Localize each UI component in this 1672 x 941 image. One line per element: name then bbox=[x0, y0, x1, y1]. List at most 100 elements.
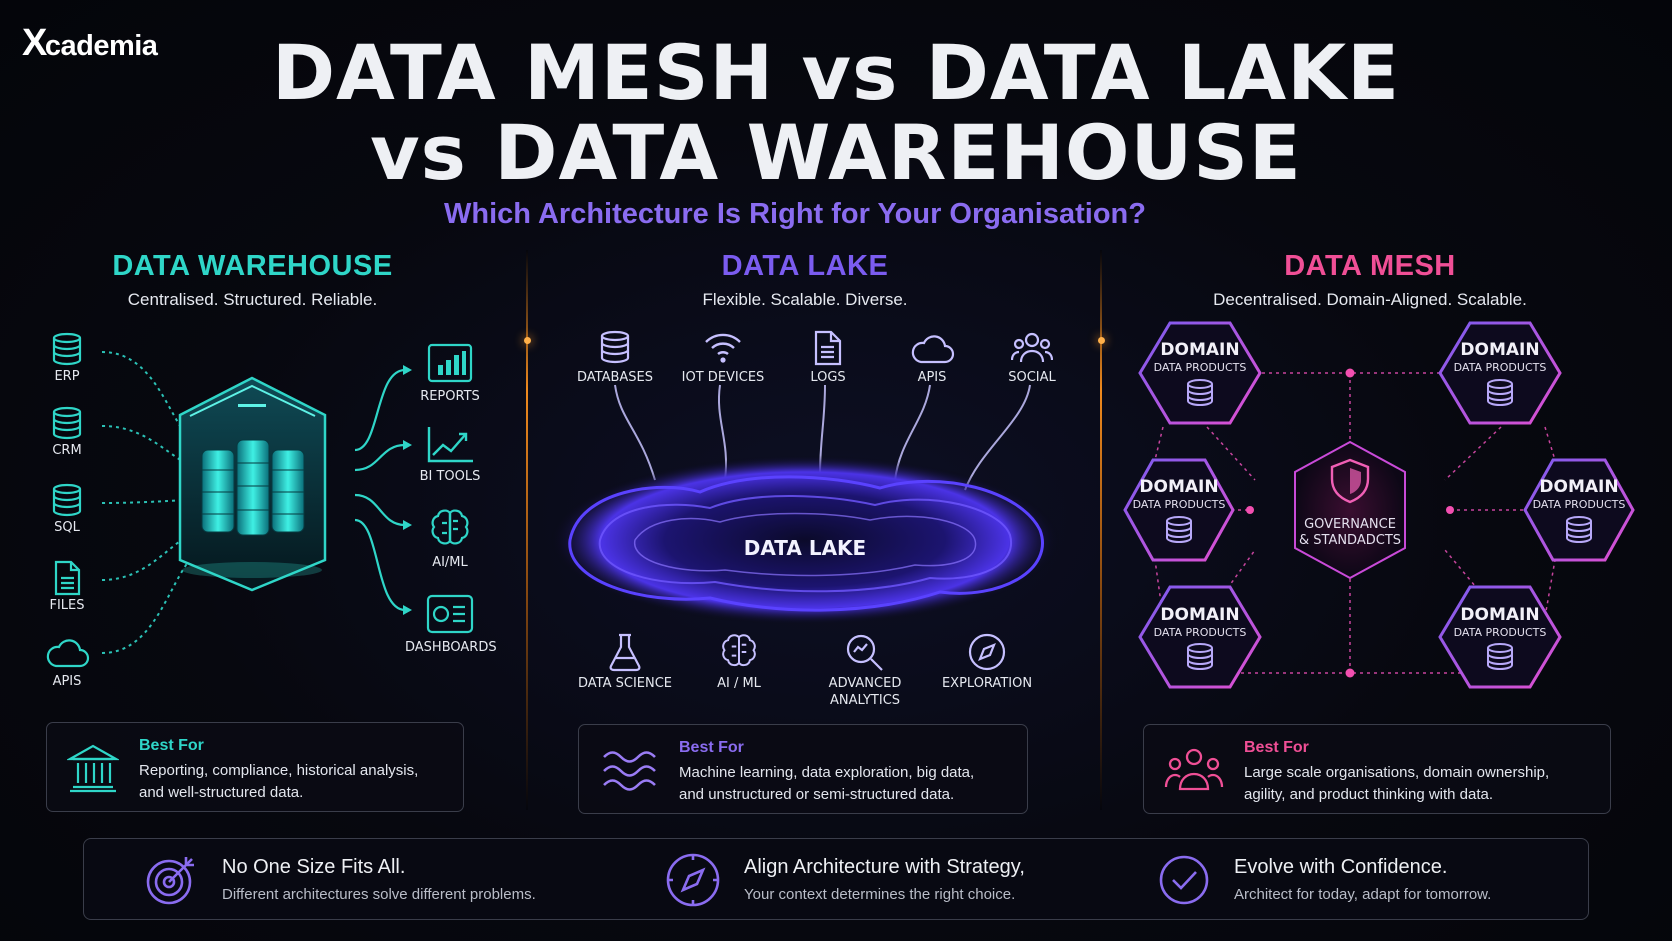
warehouse-source-crm: CRM bbox=[40, 406, 94, 458]
domain-hex-mid-right: DOMAIN DATA PRODUCTS bbox=[1523, 458, 1635, 562]
warehouse-source-apis: APIS bbox=[38, 638, 96, 689]
lake-center-label: DATA LAKE bbox=[743, 536, 867, 560]
footer-text-3: Architect for today, adapt for tomorrow. bbox=[1234, 886, 1492, 903]
footer-heading-3: Evolve with Confidence. bbox=[1234, 856, 1448, 878]
lake-use-exploration: EXPLORATION bbox=[940, 632, 1034, 691]
magnifier-icon bbox=[846, 634, 883, 671]
wifi-icon bbox=[705, 333, 741, 363]
footer-text-1: Different architectures solve different … bbox=[222, 886, 536, 903]
output-label: REPORTS bbox=[420, 389, 480, 404]
best-for-line-2: and unstructured or semi-structured data… bbox=[679, 786, 955, 803]
domain-subtitle: DATA PRODUCTS bbox=[1133, 498, 1226, 511]
use-label-line-2: ANALYTICS bbox=[829, 693, 901, 708]
source-label: IOT DEVICES bbox=[681, 370, 765, 385]
warehouse-source-sql: SQL bbox=[40, 483, 94, 535]
warehouse-tagline: Centralised. Structured. Reliable. bbox=[127, 290, 378, 309]
database-icon bbox=[1566, 516, 1592, 544]
lake-use-advanced-analytics: ADVANCED ANALYTICS bbox=[818, 632, 912, 708]
database-icon bbox=[1166, 516, 1192, 544]
source-label: CRM bbox=[52, 443, 82, 458]
domain-title: DOMAIN bbox=[1460, 605, 1539, 625]
database-icon bbox=[600, 330, 630, 364]
column-divider-right bbox=[1100, 250, 1102, 810]
best-for-heading: Best For bbox=[139, 737, 204, 754]
line-chart-icon bbox=[427, 427, 473, 463]
lake-tagline: Flexible. Scalable. Diverse. bbox=[702, 290, 908, 309]
lake-source-iot-devices: IOT DEVICES bbox=[680, 330, 766, 385]
lake-source-databases: DATABASES bbox=[575, 330, 655, 385]
domain-title: DOMAIN bbox=[1539, 477, 1618, 497]
governance-hub: GOVERNANCE & STANDADCTS bbox=[1294, 440, 1406, 580]
compass-icon bbox=[666, 853, 720, 907]
warehouse-building-icon bbox=[178, 376, 327, 592]
warehouse-output-reports: REPORTS bbox=[405, 343, 495, 404]
lake-title: DATA LAKE bbox=[721, 250, 889, 282]
footer-text-2: Your context determines the right choice… bbox=[744, 886, 1016, 903]
domain-subtitle: DATA PRODUCTS bbox=[1454, 361, 1547, 374]
use-label: DATA SCIENCE bbox=[578, 676, 673, 691]
warehouse-output-ai-ml: AI/ML bbox=[405, 507, 495, 570]
database-icon bbox=[1187, 379, 1213, 407]
warehouse-diagram bbox=[101, 351, 412, 654]
best-for-line-1: Machine learning, data exploration, big … bbox=[679, 764, 975, 781]
document-icon bbox=[814, 330, 842, 366]
main-title-line-1: DATA MESH vs DATA LAKE bbox=[271, 28, 1401, 117]
best-for-line-2: and well-structured data. bbox=[139, 784, 304, 801]
best-for-line-1: Reporting, compliance, historical analys… bbox=[139, 762, 419, 779]
warehouse-best-for-card: Best For Reporting, compliance, historic… bbox=[46, 722, 464, 812]
output-label: BI TOOLS bbox=[419, 469, 481, 484]
lake-use-data-science: DATA SCIENCE bbox=[578, 632, 672, 691]
bar-chart-icon bbox=[427, 343, 473, 383]
lake-use-ai-ml: AI / ML bbox=[692, 632, 786, 691]
domain-hex-top-left: DOMAIN DATA PRODUCTS bbox=[1138, 321, 1262, 425]
source-label: DATABASES bbox=[576, 370, 654, 385]
flask-icon bbox=[609, 633, 641, 672]
mesh-tagline: Decentralised. Domain-Aligned. Scalable. bbox=[1213, 290, 1527, 309]
shield-icon bbox=[1330, 458, 1370, 504]
brain-icon bbox=[431, 509, 469, 545]
database-icon bbox=[1187, 643, 1213, 671]
divider-dot-right bbox=[1098, 337, 1105, 344]
mesh-best-for-card: Best For Large scale organisations, doma… bbox=[1143, 724, 1611, 814]
domain-title: DOMAIN bbox=[1460, 340, 1539, 360]
domain-subtitle: DATA PRODUCTS bbox=[1454, 626, 1547, 639]
domain-subtitle: DATA PRODUCTS bbox=[1154, 626, 1247, 639]
best-for-heading: Best For bbox=[679, 739, 744, 756]
lake-source-social: SOCIAL bbox=[992, 330, 1072, 385]
domain-hex-top-right: DOMAIN DATA PRODUCTS bbox=[1438, 321, 1562, 425]
cloud-icon bbox=[911, 335, 955, 364]
best-for-line-2: agility, and product thinking with data. bbox=[1244, 786, 1494, 803]
source-label: APIS bbox=[917, 370, 947, 385]
source-label: LOGS bbox=[810, 370, 846, 385]
governance-line-2: & STANDADCTS bbox=[1299, 533, 1401, 548]
use-label: AI / ML bbox=[717, 676, 761, 691]
source-label: APIS bbox=[52, 674, 82, 689]
lake-diagram bbox=[550, 384, 1060, 625]
warehouse-arrowheads bbox=[403, 365, 412, 615]
team-icon bbox=[1164, 748, 1224, 791]
warehouse-output-bi-tools: BI TOOLS bbox=[405, 425, 495, 484]
subtitle: Which Architecture Is Right for Your Org… bbox=[444, 198, 1146, 230]
lake-source-apis: APIS bbox=[892, 332, 972, 385]
footer-heading-2: Align Architecture with Strategy, bbox=[744, 856, 1025, 878]
check-circle-icon bbox=[1159, 855, 1209, 905]
warehouse-source-erp: ERP bbox=[40, 332, 94, 384]
domain-subtitle: DATA PRODUCTS bbox=[1154, 361, 1247, 374]
source-label: ERP bbox=[54, 369, 80, 384]
compass-icon bbox=[968, 633, 1006, 671]
domain-subtitle: DATA PRODUCTS bbox=[1533, 498, 1626, 511]
warehouse-output-flows bbox=[354, 368, 406, 612]
lake-source-logs: LOGS bbox=[788, 330, 868, 385]
target-icon bbox=[146, 857, 194, 905]
best-for-heading: Best For bbox=[1244, 739, 1309, 756]
domain-title: DOMAIN bbox=[1160, 340, 1239, 360]
divider-dot-left bbox=[524, 337, 531, 344]
footer-heading-1: No One Size Fits All. bbox=[222, 856, 406, 878]
source-label: SQL bbox=[54, 520, 80, 535]
xcademia-logo: Xcademia bbox=[22, 22, 158, 64]
source-label: FILES bbox=[49, 598, 85, 613]
source-label: SOCIAL bbox=[1008, 370, 1056, 385]
warehouse-output-dashboards: DASHBOARDS bbox=[405, 594, 497, 655]
users-icon bbox=[1011, 332, 1053, 363]
mesh-diagram: GOVERNANCE & STANDADCTS DOMAIN DATA PROD… bbox=[1123, 321, 1635, 689]
